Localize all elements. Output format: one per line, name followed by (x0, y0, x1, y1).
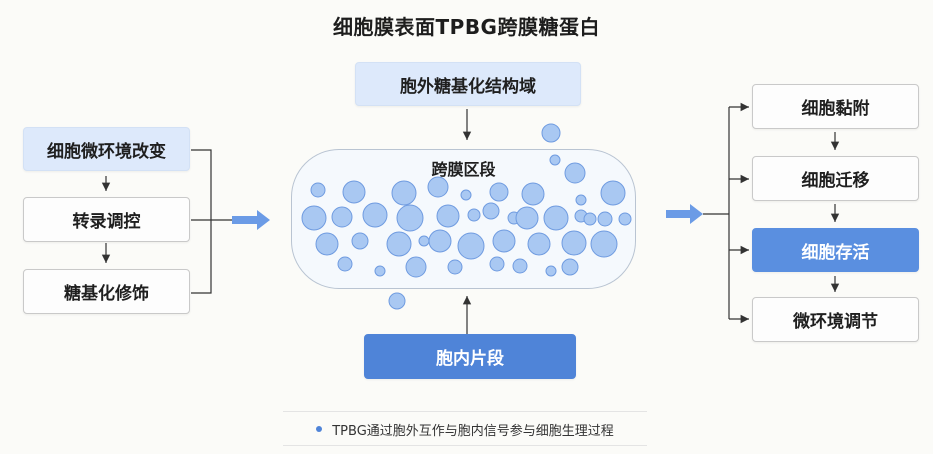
membrane-bubble (541, 123, 561, 143)
membrane-bubble (583, 212, 597, 226)
membrane-bubble (391, 180, 417, 206)
membrane-bubble (386, 231, 412, 257)
left-bracket (191, 149, 212, 294)
membrane-bubble (388, 292, 406, 310)
membrane-bubble (362, 202, 388, 228)
membrane-bubble (310, 182, 326, 198)
membrane-bubble (337, 256, 353, 272)
membrane-bubble (396, 204, 424, 232)
membrane-bubble (512, 258, 528, 274)
membrane-bubble (575, 194, 587, 206)
diagram-title: 细胞膜表面TPBG跨膜糖蛋白 (333, 15, 600, 39)
membrane-bubble (492, 229, 516, 253)
membrane-bubble (374, 265, 386, 277)
membrane-bubble (597, 211, 613, 227)
membrane-bubble (521, 182, 545, 206)
membrane-bubble (418, 235, 430, 247)
membrane-bubble (427, 176, 449, 198)
membrane-bubble (460, 189, 472, 201)
membrane-bubble (600, 180, 626, 206)
membrane-bubble (405, 256, 427, 278)
membrane-bubble (561, 230, 587, 256)
footer-rule-bottom (283, 445, 647, 446)
footer-rule-top (283, 411, 647, 412)
membrane-bubble (467, 208, 481, 222)
box-transcription-regulation: 转录调控 (23, 197, 190, 242)
membrane-bubble (351, 232, 369, 250)
box-glycosylation-modification: 糖基化修饰 (23, 269, 190, 314)
blue-arrow-left (232, 210, 270, 230)
membrane-bubble (618, 212, 632, 226)
membrane-bubble (489, 182, 509, 202)
membrane-bubble (447, 259, 463, 275)
membrane-bubble (331, 206, 353, 228)
membrane-bubble (428, 229, 452, 253)
membrane-bubble (489, 256, 505, 272)
membrane-bubble (342, 180, 366, 204)
membrane-bubble (482, 202, 500, 220)
blue-arrow-right (666, 204, 703, 224)
box-microenvironment-regulation: 微环境调节 (752, 297, 919, 342)
membrane-bubble (545, 265, 557, 277)
footer-note-text: TPBG通过胞外互作与胞内信号参与细胞生理过程 (332, 423, 614, 439)
membrane-bubble (564, 162, 586, 184)
membrane-label: 跨膜区段 (431, 160, 496, 179)
bullet-dot-icon (316, 426, 323, 432)
box-cell-migration: 细胞迁移 (752, 156, 919, 201)
membrane-bubble (543, 205, 569, 231)
membrane-bubble (561, 258, 579, 276)
box-cell-adhesion: 细胞黏附 (752, 84, 919, 129)
membrane-bubble (457, 232, 485, 260)
membrane-bubble (315, 232, 339, 256)
membrane-bubble (436, 204, 460, 228)
membrane-bubble (549, 154, 561, 166)
membrane-bubble (515, 206, 539, 230)
membrane-bubble (527, 232, 551, 256)
membrane-bubble (590, 230, 618, 258)
box-intracellular-fragment: 胞内片段 (364, 334, 576, 379)
box-cell-survival: 细胞存活 (752, 228, 919, 272)
box-microenvironment-change: 细胞微环境改变 (23, 127, 190, 171)
footer-note: TPBG通过胞外互作与胞内信号参与细胞生理过程 (283, 418, 647, 440)
membrane-bubble (301, 205, 327, 231)
box-extracellular-glyco-domain: 胞外糖基化结构域 (355, 62, 581, 106)
